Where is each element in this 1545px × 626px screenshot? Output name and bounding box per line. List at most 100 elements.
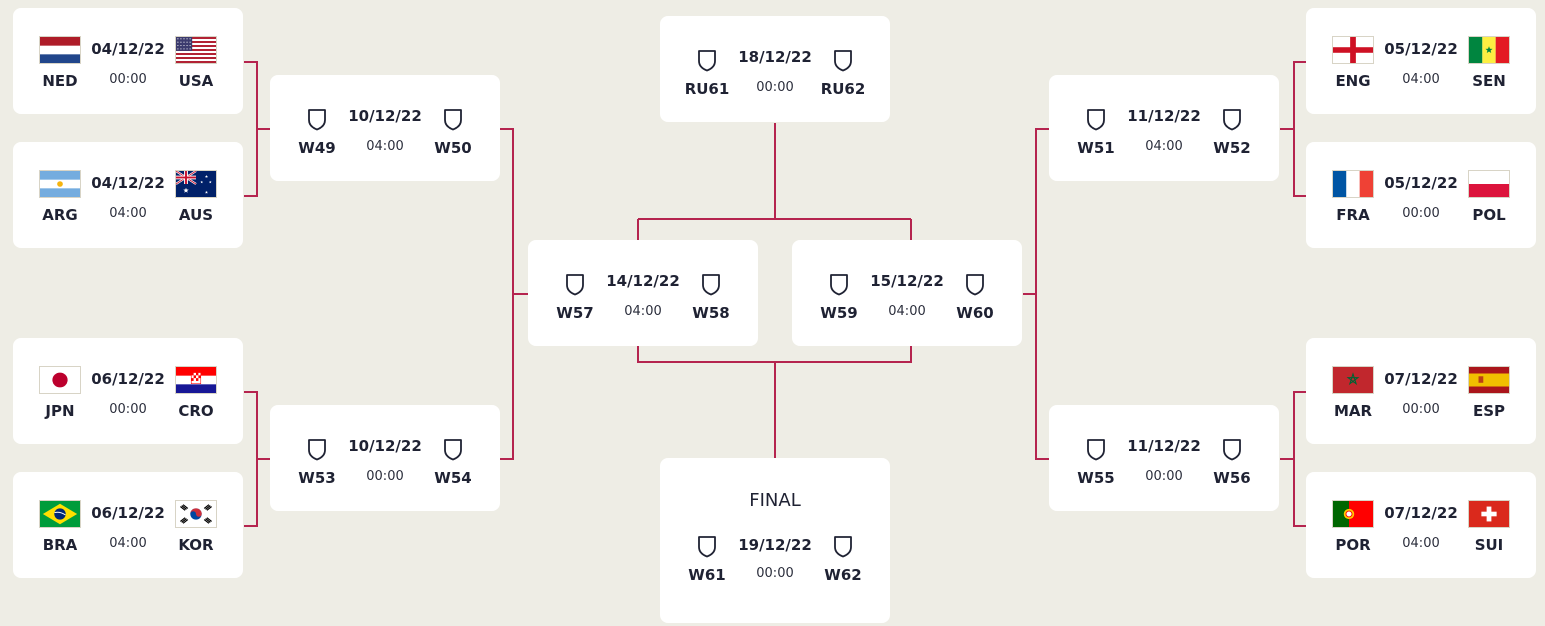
shield-icon — [700, 272, 722, 296]
shield-icon — [696, 534, 718, 558]
match-date: 11/12/22 — [1127, 437, 1201, 455]
team-code: W58 — [692, 304, 730, 322]
shield-icon — [828, 272, 850, 296]
match-card-third-place[interactable]: RU61 18/12/22 00:00 RU62 — [660, 16, 890, 122]
team-away[interactable]: CRO — [170, 366, 222, 430]
team-home[interactable]: ARG — [34, 170, 86, 234]
team-away[interactable]: SUI — [1463, 500, 1515, 564]
team-code: POR — [1335, 536, 1371, 554]
team-home[interactable]: W57 — [549, 268, 601, 332]
match-date: 04/12/22 — [91, 40, 165, 58]
team-home[interactable]: NED — [34, 36, 86, 100]
shield-icon — [1085, 437, 1107, 461]
team-code: POL — [1472, 206, 1506, 224]
team-code: W59 — [820, 304, 858, 322]
team-away[interactable]: W58 — [685, 268, 737, 332]
team-code: W62 — [824, 566, 862, 584]
team-code: USA — [178, 72, 214, 90]
shield-icon — [1085, 107, 1107, 131]
team-code: W61 — [688, 566, 726, 584]
team-away[interactable]: AUS — [170, 170, 222, 234]
bracket-connector-line — [1293, 391, 1306, 527]
match-date: 06/12/22 — [91, 370, 165, 388]
team-home[interactable]: W49 — [291, 103, 343, 167]
team-code: SEN — [1472, 72, 1506, 90]
match-date: 05/12/22 — [1384, 174, 1458, 192]
team-code: CRO — [178, 402, 214, 420]
team-code: AUS — [178, 206, 214, 224]
match-time: 00:00 — [1402, 402, 1440, 417]
team-home[interactable]: MAR — [1327, 366, 1379, 430]
team-away[interactable]: W50 — [427, 103, 479, 167]
shield-icon — [442, 107, 464, 131]
match-time: 00:00 — [109, 402, 147, 417]
team-home[interactable]: ENG — [1327, 36, 1379, 100]
team-home[interactable]: JPN — [34, 366, 86, 430]
match-time: 00:00 — [756, 80, 794, 95]
match-date: 18/12/22 — [738, 48, 812, 66]
team-away[interactable]: W62 — [817, 530, 869, 594]
team-home[interactable]: W61 — [681, 530, 733, 594]
flag-korea-icon — [175, 500, 217, 528]
team-home[interactable]: POR — [1327, 500, 1379, 564]
flag-netherlands-icon — [39, 36, 81, 64]
match-card-r16-1[interactable]: NED 04/12/22 00:00 USA — [13, 8, 243, 114]
team-away[interactable]: USA — [170, 36, 222, 100]
team-home[interactable]: RU61 — [681, 44, 733, 108]
team-home[interactable]: W51 — [1070, 103, 1122, 167]
team-code: RU62 — [820, 80, 866, 98]
match-time: 04:00 — [888, 304, 926, 319]
team-code: ENG — [1335, 72, 1371, 90]
team-code: W60 — [956, 304, 994, 322]
shield-icon — [306, 437, 328, 461]
match-time: 04:00 — [109, 536, 147, 551]
match-date: 15/12/22 — [870, 272, 944, 290]
flag-australia-icon — [175, 170, 217, 198]
team-code: W51 — [1077, 139, 1115, 157]
team-home[interactable]: W55 — [1070, 433, 1122, 497]
team-code: BRA — [42, 536, 78, 554]
stage-title: FINAL — [749, 490, 801, 511]
flag-switzerland-icon — [1468, 500, 1510, 528]
team-away[interactable]: W60 — [949, 268, 1001, 332]
team-home[interactable]: BRA — [34, 500, 86, 564]
match-card-r16-4[interactable]: BRA 06/12/22 04:00 KOR — [13, 472, 243, 578]
team-away[interactable]: W52 — [1206, 103, 1258, 167]
team-away[interactable]: KOR — [170, 500, 222, 564]
team-code: W53 — [298, 469, 336, 487]
match-date: 19/12/22 — [738, 536, 812, 554]
team-away[interactable]: RU62 — [817, 44, 869, 108]
flag-england-icon — [1332, 36, 1374, 64]
match-date: 10/12/22 — [348, 437, 422, 455]
team-code: W55 — [1077, 469, 1115, 487]
team-away[interactable]: SEN — [1463, 36, 1515, 100]
team-home[interactable]: FRA — [1327, 170, 1379, 234]
match-card-sf-2[interactable]: W59 15/12/22 04:00 W60 — [792, 240, 1022, 346]
team-home[interactable]: W59 — [813, 268, 865, 332]
team-away[interactable]: ESP — [1463, 366, 1515, 430]
team-home[interactable]: W53 — [291, 433, 343, 497]
team-code: W56 — [1213, 469, 1251, 487]
match-card-r16-3[interactable]: JPN 06/12/22 00:00 CRO — [13, 338, 243, 444]
team-code: RU61 — [684, 80, 730, 98]
match-time: 00:00 — [109, 72, 147, 87]
team-away[interactable]: POL — [1463, 170, 1515, 234]
team-away[interactable]: W54 — [427, 433, 479, 497]
match-time: 04:00 — [1402, 536, 1440, 551]
bracket-connector-line — [637, 346, 912, 458]
team-code: ESP — [1472, 402, 1506, 420]
match-date: 06/12/22 — [91, 504, 165, 522]
team-away[interactable]: W56 — [1206, 433, 1258, 497]
bracket-connector-line — [1293, 61, 1306, 197]
